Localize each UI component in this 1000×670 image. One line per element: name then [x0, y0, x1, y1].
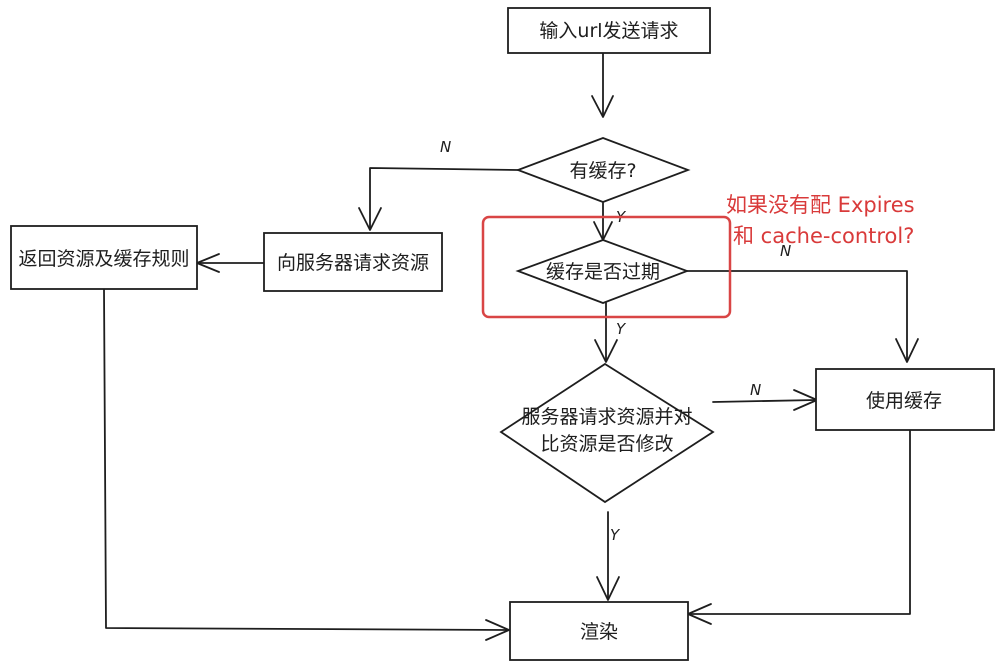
edge-server-to-return — [196, 253, 265, 273]
edge-expired-no — [686, 270, 919, 363]
node-compare-label-line1: 服务器请求资源并对 — [521, 406, 692, 428]
node-return-resource: 返回资源及缓存规则 — [10, 225, 198, 290]
annotation-line2: 和 cache-control? — [733, 224, 914, 248]
edge-cache-to-render — [687, 429, 911, 625]
edge-modified-yes — [596, 511, 620, 601]
edge-has-cache-no — [358, 167, 519, 231]
node-cache-expired-label: 缓存是否过期 — [546, 261, 660, 283]
label-expired-no: N — [780, 242, 791, 260]
node-request-server-label: 向服务器请求资源 — [277, 252, 429, 274]
node-render-label: 渲染 — [580, 621, 618, 643]
node-has-cache: 有缓存? — [515, 137, 691, 203]
edge-request-to-has-cache — [591, 52, 614, 118]
edge-expired-yes — [594, 302, 618, 363]
node-render: 渲染 — [509, 601, 689, 661]
edge-return-to-render — [103, 288, 510, 641]
node-send-request-label: 输入url发送请求 — [539, 20, 678, 42]
label-modified-no: N — [750, 381, 761, 399]
node-return-resource-label: 返回资源及缓存规则 — [18, 248, 189, 270]
label-has-cache-no: N — [440, 138, 451, 156]
node-cache-expired: 缓存是否过期 — [515, 239, 690, 304]
node-request-server: 向服务器请求资源 — [263, 232, 443, 292]
label-expired-yes: Y — [616, 320, 627, 338]
edge-has-cache-yes — [593, 202, 613, 241]
label-modified-yes: Y — [610, 526, 621, 544]
annotation-line1: 如果没有配 Expires — [726, 193, 915, 217]
node-use-cache: 使用缓存 — [815, 368, 995, 431]
node-compare-modified: 服务器请求资源并对 比资源是否修改 — [499, 362, 715, 504]
node-compare-label-line2: 比资源是否修改 — [540, 433, 673, 455]
highlight-box — [481, 215, 732, 319]
node-use-cache-label: 使用缓存 — [866, 390, 942, 412]
edge-modified-no — [712, 389, 818, 411]
node-has-cache-label: 有缓存? — [569, 160, 636, 182]
node-send-request: 输入url发送请求 — [507, 7, 711, 54]
